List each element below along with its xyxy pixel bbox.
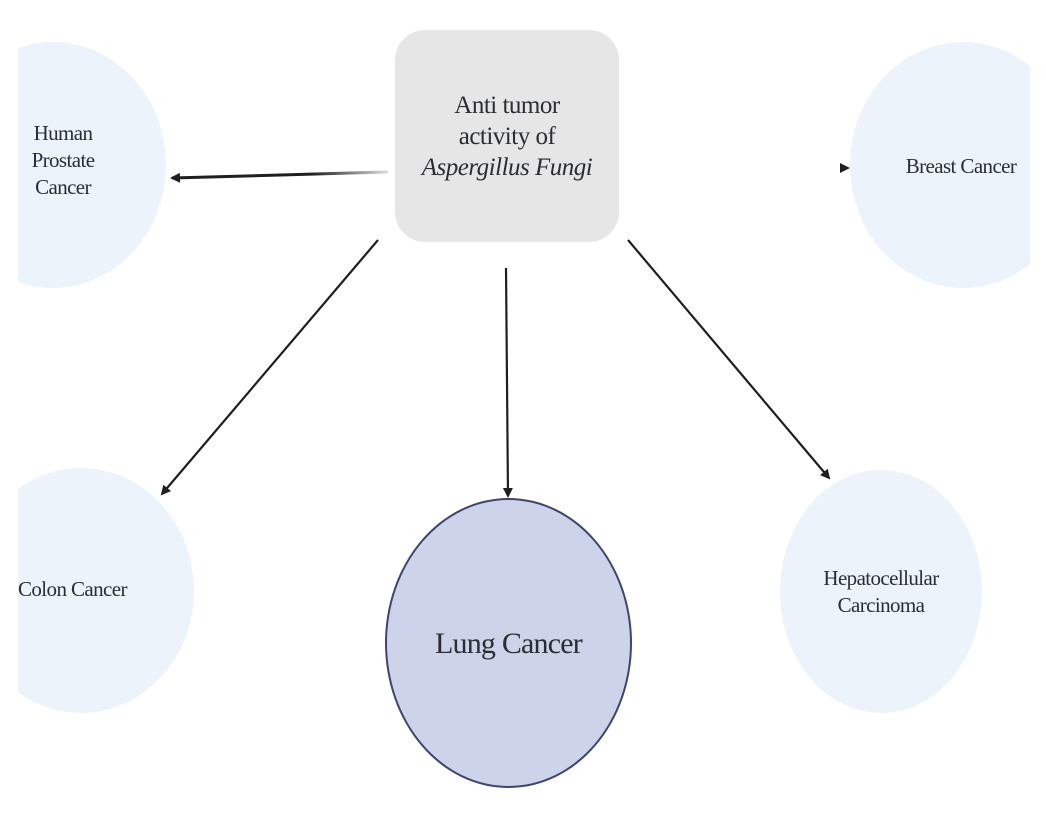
label-line: Breast Cancer <box>905 154 1017 178</box>
node-label: Human Prostate Cancer <box>18 120 108 201</box>
node-anti-tumor-activity: Anti tumor activity of Aspergillus Fungi <box>395 30 619 242</box>
diagram-clip-region: Human Prostate Cancer Breast Cancer Colo… <box>18 0 1030 814</box>
arrow-to-prostate <box>170 170 389 183</box>
label-line: Carcinoma <box>837 592 925 617</box>
label-line: Human <box>33 121 93 145</box>
arrow-to-colon <box>160 239 379 496</box>
label-line: Prostate <box>31 148 95 172</box>
arrow-to-hepato <box>627 239 831 480</box>
label-line: Lung Cancer <box>435 626 583 660</box>
node-label: Colon Cancer <box>18 576 158 603</box>
node-lung-cancer: Lung Cancer <box>385 498 632 788</box>
node-breast-cancer: Breast Cancer <box>850 42 1030 288</box>
arrow-to-lung <box>502 267 513 498</box>
label-line-italic: Aspergillus Fungi <box>421 153 593 181</box>
label-line: Colon Cancer <box>18 577 127 601</box>
node-label: Hepatocellular Carcinoma <box>823 565 939 619</box>
label-line: Anti tumor <box>454 91 560 119</box>
label-line: Hepatocellular <box>823 565 939 590</box>
label-line: Cancer <box>35 175 91 199</box>
node-colon-cancer: Colon Cancer <box>18 468 194 713</box>
label-line: activity of <box>458 122 556 150</box>
node-label: Lung Cancer <box>435 626 583 660</box>
node-label: Breast Cancer <box>886 153 1030 180</box>
node-hepatocellular-carcinoma: Hepatocellular Carcinoma <box>780 470 982 713</box>
node-label: Anti tumor activity of Aspergillus Fungi <box>421 90 593 183</box>
